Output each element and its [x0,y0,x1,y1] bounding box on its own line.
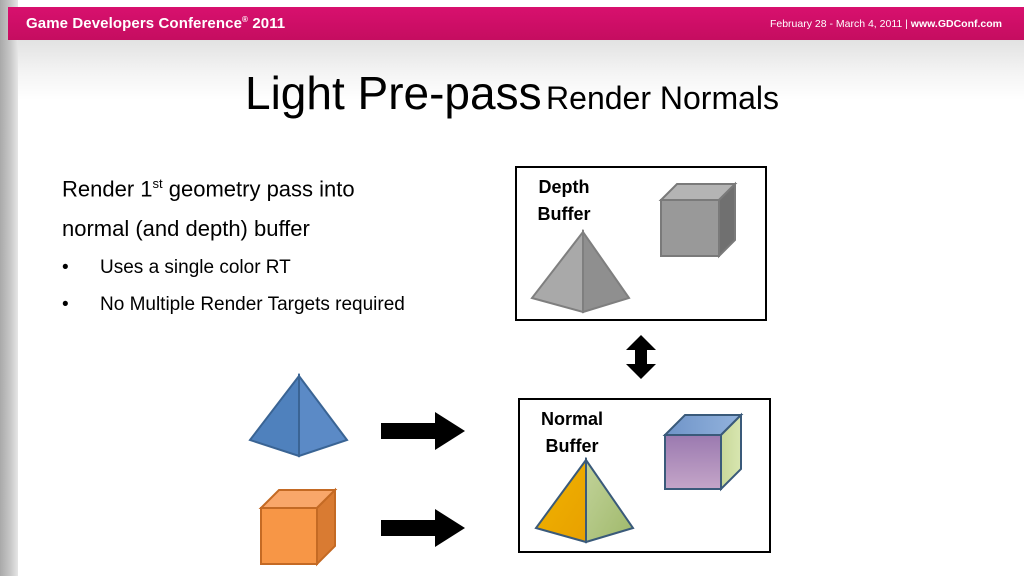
normal-buffer-label: Normal Buffer [532,406,612,460]
blue-pyramid-shape [248,373,349,458]
normal-pyramid-shape [534,456,635,544]
dates-text: February 28 - March 4, 2011 | [769,17,908,30]
right-arrow-icon [381,509,465,547]
bullet-text: No Multiple Render Targets required [100,294,405,316]
double-arrow-icon [626,335,656,379]
gray-pyramid-shape [530,228,631,314]
slide-title-sub: Render Normals [546,80,780,116]
bullet-item: • Uses a single color RT [62,249,405,286]
registered-mark: ® [242,15,249,24]
normal-buffer-label-line1: Normal [540,409,603,429]
bullet-item: • No Multiple Render Targets required [62,286,405,323]
gray-cube-shape [658,181,738,259]
normal-cube-shape [662,412,744,492]
body-line-1-superscript: st [152,176,163,191]
bullet-glyph: • [62,294,69,316]
body-line-1: Render 1st geometry pass into [62,164,405,209]
conference-name: Game Developers Conference [26,15,243,32]
depth-buffer-label-line1: Depth [538,177,590,197]
slide-title-main: Light Pre-pass [244,67,542,119]
header-background-texture [18,40,1024,100]
normal-buffer-label-line2: Buffer [545,436,599,456]
body-line-1-end: geometry pass into [162,176,355,202]
slide-title: Light Pre-pass Render Normals [0,66,1024,120]
left-edge-strip [0,0,18,576]
bullet-text: Uses a single color RT [100,257,291,279]
body-line-2: normal (and depth) buffer [62,216,310,242]
website-link[interactable]: www.GDConf.com [910,17,1002,30]
orange-cube-shape [258,487,338,567]
right-arrow-icon [381,412,465,450]
conference-dates: February 28 - March 4, 2011 | www.GDConf… [770,18,1002,30]
slide-body: Render 1st geometry pass into normal (an… [62,164,405,323]
conference-year: 2011 [252,15,286,32]
conference-header-bar: Game Developers Conference® 2011 Februar… [8,7,1024,40]
depth-buffer-label: Depth Buffer [527,174,601,228]
body-line-1-start: Render 1 [62,176,153,202]
depth-buffer-label-line2: Buffer [537,204,591,224]
bullet-glyph: • [62,257,69,279]
conference-title: Game Developers Conference® 2011 [26,15,285,32]
